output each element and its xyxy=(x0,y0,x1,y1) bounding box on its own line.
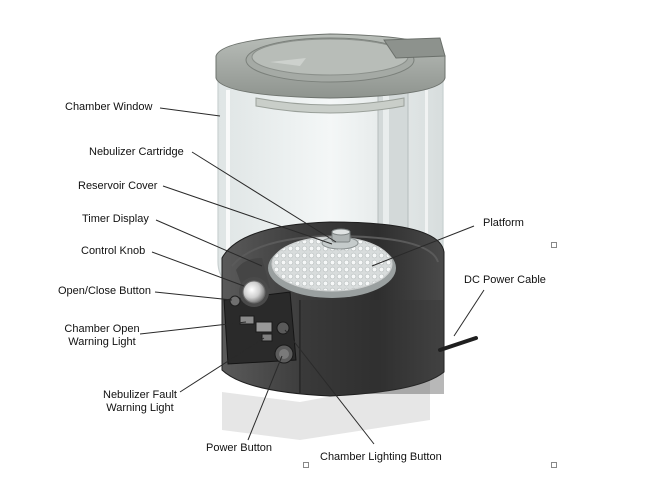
reservoir-cover-shape xyxy=(321,228,359,250)
leader-reservoir-cover xyxy=(162,185,333,245)
leader-nebulizer-cartridge xyxy=(191,151,337,243)
label-power-button: Power Button xyxy=(206,442,273,454)
label-platform: Platform xyxy=(483,217,524,229)
leader-chamber-window xyxy=(159,107,221,117)
label-open-close-button: Open/Close Button xyxy=(58,285,151,297)
label-chamber-lighting-button: Chamber Lighting Button xyxy=(320,451,442,463)
label-control-knob: Control Knob xyxy=(81,245,146,257)
leader-timer-display xyxy=(155,219,263,267)
fault-light-shape xyxy=(261,333,273,342)
leader-control-knob xyxy=(151,251,245,287)
leader-fault-light xyxy=(179,337,265,393)
label-nebulizer-fault-line1: Nebulizer Fault xyxy=(103,389,177,401)
label-chamber-open-warning-light: Chamber Open Warning Light xyxy=(60,323,144,349)
leader-dc-power-cable xyxy=(453,289,485,337)
power-button-shape xyxy=(274,344,294,364)
label-dc-power-cable: DC Power Cable xyxy=(464,274,546,286)
leader-chamber-lighting-button xyxy=(284,329,375,445)
label-chamber-open-line2: Warning Light xyxy=(68,336,136,348)
platform-disk xyxy=(268,236,396,298)
corner-mark xyxy=(551,462,557,468)
label-reservoir-cover: Reservoir Cover xyxy=(78,180,158,192)
floor-reflection xyxy=(222,378,430,440)
label-nebulizer-cartridge: Nebulizer Cartridge xyxy=(89,146,184,158)
leader-power-button xyxy=(247,355,283,441)
leader-open-close-button xyxy=(154,291,233,301)
leader-lines xyxy=(139,107,485,445)
label-nebulizer-fault-warning-light: Nebulizer Fault Warning Light xyxy=(94,389,186,415)
leader-platform xyxy=(371,225,475,267)
label-chamber-window: Chamber Window xyxy=(65,101,153,113)
leader-chamber-open-light xyxy=(139,321,247,335)
chamber-open-light-shape xyxy=(239,315,273,333)
dc-cable-shape xyxy=(438,336,478,352)
open-close-button-shape xyxy=(229,295,241,307)
label-nebulizer-fault-line2: Warning Light xyxy=(106,402,174,414)
corner-mark xyxy=(551,242,557,248)
chamber-lid xyxy=(215,33,446,114)
corner-mark xyxy=(303,462,309,468)
label-chamber-open-line1: Chamber Open xyxy=(64,323,140,335)
control-knob-shape xyxy=(239,277,269,307)
label-timer-display: Timer Display xyxy=(82,213,149,225)
